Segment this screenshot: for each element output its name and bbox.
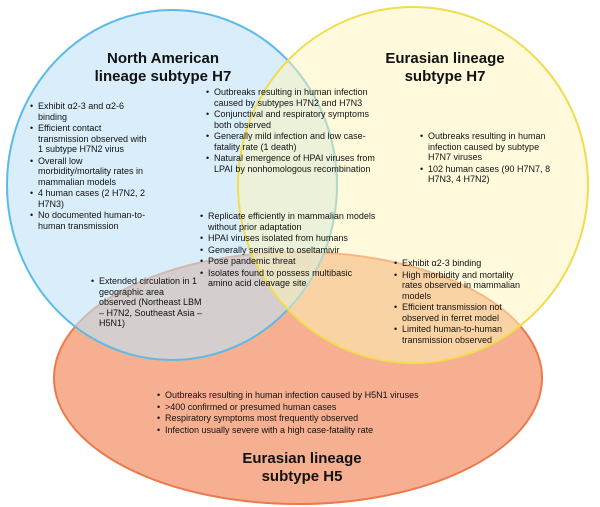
list-item: Respiratory symptoms most frequently obs… — [157, 413, 457, 424]
list-item: Exhibit α2-3 binding — [394, 258, 524, 269]
north-american-title: North American lineage subtype H7 — [94, 50, 232, 85]
region-eurasian-h7-only: Outbreaks resulting in human infection c… — [420, 131, 558, 186]
list-item: Outbreaks resulting in human infection c… — [206, 87, 382, 108]
list-item: HPAI viruses isolated from humans — [200, 233, 378, 244]
list-item: No documented human-to-human transmissio… — [30, 210, 148, 231]
list-item: Replicate efficiently in mammalian model… — [200, 211, 378, 232]
list-item: Limited human-to-human transmission obse… — [394, 324, 524, 345]
list-item: Efficient transmission not observed in f… — [394, 302, 524, 323]
list-item: Generally mild infection and low case-fa… — [206, 131, 382, 152]
list-item: Efficient contact transmission observed … — [30, 123, 148, 155]
region-eurasian-h7-and-eurasian-h5: Exhibit α2-3 binding High morbidity and … — [394, 258, 524, 346]
region-north-american-and-eurasian-h7: Outbreaks resulting in human infection c… — [206, 87, 382, 175]
list-item: Exhibit α2-3 and α2-6 binding — [30, 101, 148, 122]
list-item: Natural emergence of HPAI viruses from L… — [206, 153, 382, 174]
list-item: Outbreaks resulting in human infection c… — [420, 131, 558, 163]
region-eurasian-h5-only: Outbreaks resulting in human infection c… — [157, 390, 457, 436]
list-item: Conjunctival and respiratory symptoms bo… — [206, 109, 382, 130]
region-all-three: Replicate efficiently in mammalian model… — [200, 211, 378, 290]
list-item: Pose pandemic threat — [200, 256, 378, 267]
list-item: High morbidity and mortality rates obser… — [394, 270, 524, 302]
list-item: >400 confirmed or presumed human cases — [157, 402, 457, 413]
list-item: Outbreaks resulting in human infection c… — [157, 390, 457, 401]
list-item: 102 human cases (90 H7N7, 8 H7N3, 4 H7N2… — [420, 164, 558, 185]
region-north-american-and-eurasian-h5: Extended circulation in 1 geographic are… — [91, 276, 203, 330]
list-item: Infection usually severe with a high cas… — [157, 425, 457, 436]
list-item: Overall low morbidity/mortality rates in… — [30, 156, 148, 188]
eurasian-h5-title: Eurasian lineage subtype H5 — [242, 450, 362, 485]
list-item: Extended circulation in 1 geographic are… — [91, 276, 203, 329]
list-item: Generally sensitive to oseltamivir — [200, 245, 378, 256]
list-item: Isolates found to possess multibasic ami… — [200, 268, 378, 289]
list-item: 4 human cases (2 H7N2, 2 H7N3) — [30, 188, 148, 209]
eurasian-h7-title: Eurasian lineage subtype H7 — [385, 50, 505, 85]
region-north-american-only: Exhibit α2-3 and α2-6 binding Efficient … — [30, 101, 148, 232]
